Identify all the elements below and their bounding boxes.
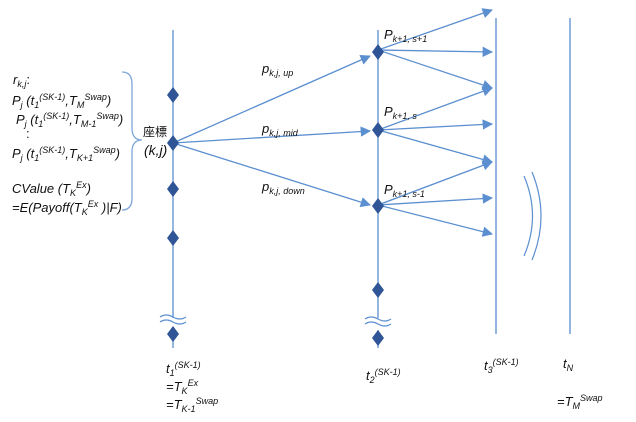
price-ellipsis: : xyxy=(26,126,30,141)
target-bot-label: Pk+1, s-1 xyxy=(384,182,425,199)
t3-label: t3(SK-1) xyxy=(484,357,519,375)
price-line-3: Pj (t1(SK-1),TK+1Swap) xyxy=(12,145,120,163)
node xyxy=(167,87,179,103)
t2-label: t2(SK-1) xyxy=(366,367,401,385)
node-kanji-label: 座標 xyxy=(143,125,168,139)
node xyxy=(372,198,384,214)
prob-up-label: pk,j, up xyxy=(262,61,294,78)
expectation-label: =E(Payoff(TKEx )|F) xyxy=(12,199,122,217)
t1-swap-label: =TK-1Swap xyxy=(166,396,219,414)
axis-break-t2 xyxy=(364,316,392,327)
cvalue-label: CValue (TKEx) xyxy=(12,180,91,198)
branch-mid xyxy=(172,126,372,144)
target-top-label: Pk+1, s+1 xyxy=(384,27,428,44)
nodes-t2 xyxy=(372,44,384,346)
continuation-arcs xyxy=(523,171,542,261)
price-line-2: Pj (t1(SK-1),TM-1Swap) xyxy=(16,111,124,129)
tN-swap-label: =TMSwap xyxy=(557,393,603,411)
target-mid-label: Pk+1, s xyxy=(384,104,417,121)
branch-up xyxy=(172,55,371,144)
tN-label: tN xyxy=(563,356,574,373)
branch-down xyxy=(172,142,371,208)
t1-exercise-label: =TKEx xyxy=(166,378,199,396)
nodes-t1 xyxy=(167,87,179,342)
node xyxy=(372,44,384,60)
node xyxy=(167,230,179,246)
rate-label: rk,j: xyxy=(13,72,30,89)
curly-brace xyxy=(121,71,143,211)
node-kj xyxy=(167,135,179,151)
prob-mid-label: pk,j, mid xyxy=(262,121,298,138)
axis-break-t1 xyxy=(159,314,187,325)
t1-label: t1(SK-1) xyxy=(166,360,201,378)
node-coord-label: (k,j) xyxy=(144,142,168,158)
node xyxy=(372,330,384,346)
node xyxy=(167,326,179,342)
branches-to-t3 xyxy=(377,8,494,237)
node xyxy=(372,122,384,138)
prob-down-label: pk,j, down xyxy=(262,179,305,196)
node xyxy=(372,282,384,298)
price-line-1: Pj (t1(SK-1),TMSwap) xyxy=(12,92,112,110)
node xyxy=(167,181,179,197)
